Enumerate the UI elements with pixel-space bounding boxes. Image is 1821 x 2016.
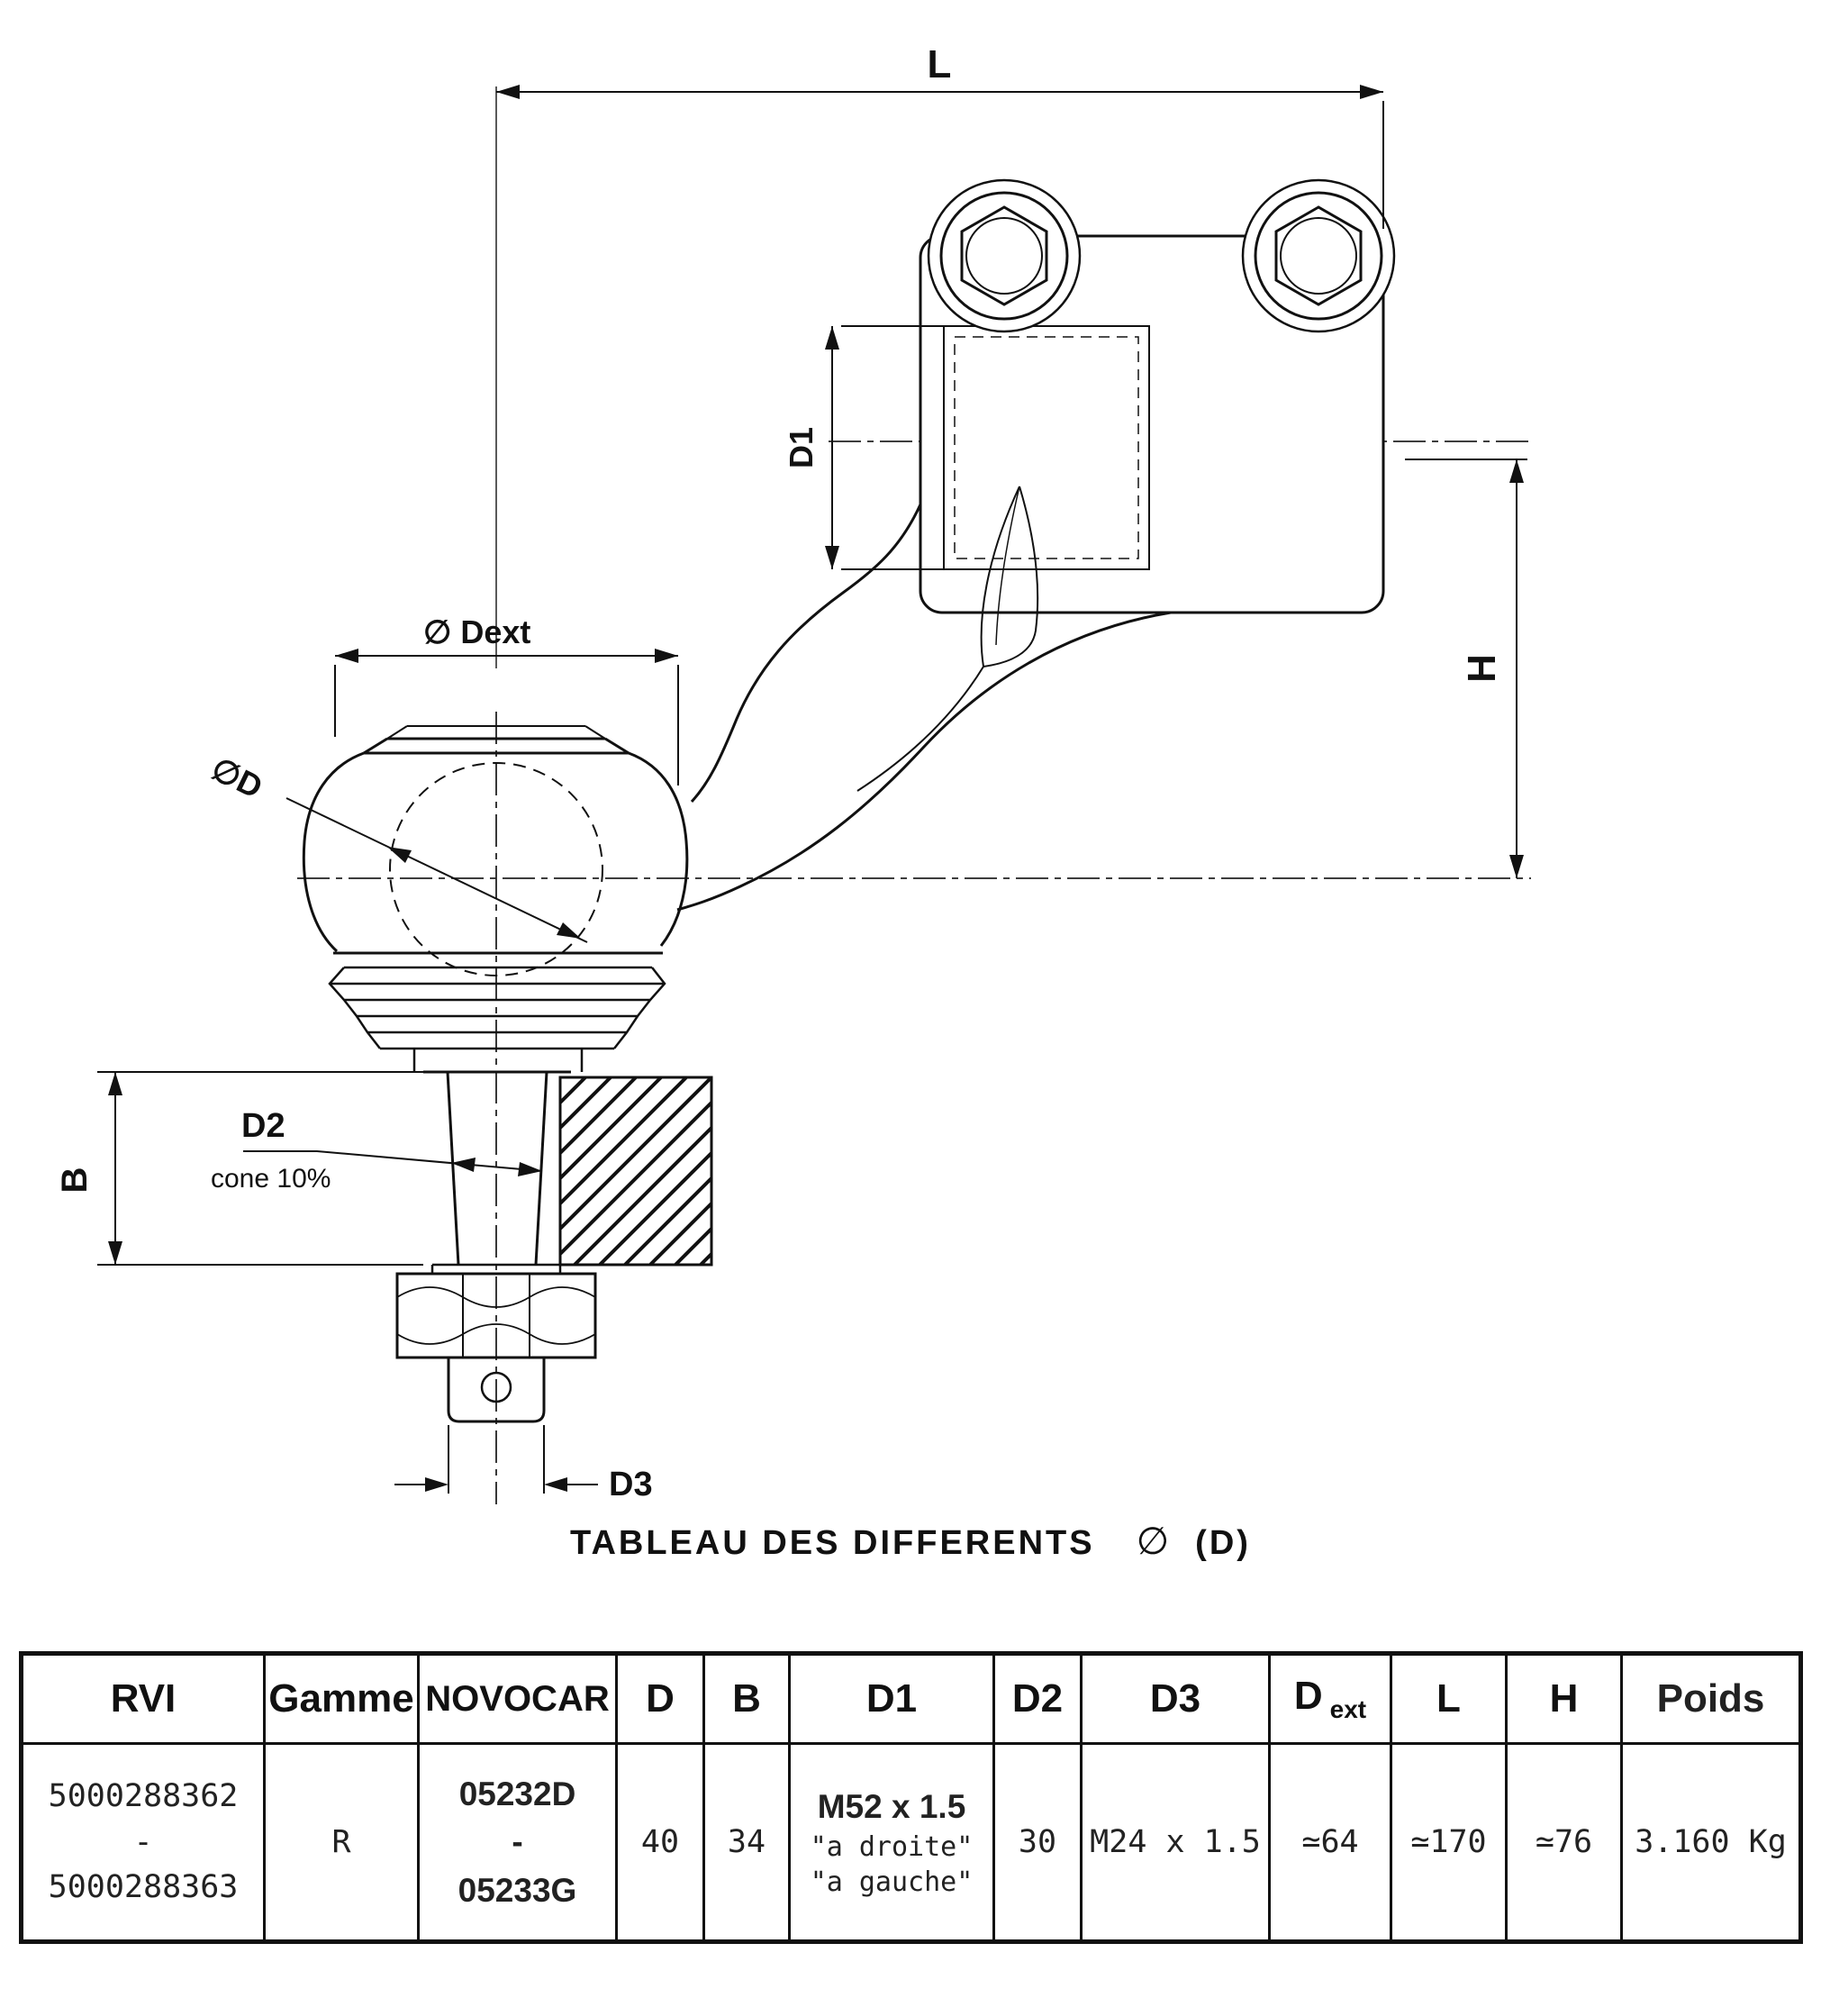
housing [919, 234, 1385, 614]
cell-d1: M52 x 1.5 "a droite" "a gauche" [788, 1742, 995, 1943]
caption-suffix: (D) [1195, 1524, 1251, 1562]
bolt-right [1241, 178, 1396, 333]
novocar-ref-1: 05232D [458, 1775, 576, 1812]
arrowhead [108, 1241, 122, 1265]
dim-label-B: B [55, 1167, 95, 1194]
arrowhead [1509, 459, 1524, 483]
cell-d: 40 [615, 1742, 705, 1943]
dext-main: D [1293, 1674, 1323, 1719]
rvi-ref-2: 5000288363 [48, 1869, 239, 1906]
cell-b: 34 [702, 1742, 791, 1943]
d1-thread: M52 x 1.5 [817, 1788, 966, 1826]
cell-dext: ≃64 [1268, 1742, 1392, 1943]
bellows [328, 967, 666, 1072]
arrowhead [518, 1162, 542, 1176]
cotter-pin-hole [480, 1371, 512, 1403]
rvi-separator: - [133, 1823, 153, 1860]
dim-D2: D2 cone 10% [211, 1107, 543, 1194]
arrowhead [557, 922, 581, 939]
caption-text: TABLEAU DES DIFFERENTS [570, 1524, 1095, 1562]
table-caption: TABLEAU DES DIFFERENTS ∅ (D) [0, 1519, 1821, 1563]
dim-label-cone: cone 10% [211, 1164, 331, 1194]
cell-d2: 30 [992, 1742, 1083, 1943]
col-header-d2: D2 [992, 1652, 1083, 1745]
arm [676, 486, 1172, 912]
arrowhead [544, 1477, 567, 1492]
dim-Dext: ∅ Dext [334, 613, 679, 786]
ball-hidden-circle [389, 762, 603, 976]
dext-sub: ext [1329, 1694, 1367, 1723]
arrowhead [825, 326, 839, 350]
col-header-d1: D1 [788, 1652, 995, 1745]
data-row: 5000288362 - 5000288363 R 05232D - 05233… [20, 1742, 1802, 1943]
arrowhead [825, 546, 839, 569]
col-header-rvi: RVI [20, 1652, 266, 1745]
dim-B: B [55, 1071, 445, 1266]
bolt-left [927, 178, 1082, 333]
d1-note-right: "a droite" [810, 1830, 974, 1863]
cell-novocar: 05232D - 05233G [417, 1742, 618, 1943]
col-header-b: B [702, 1652, 791, 1745]
cell-h: ≃76 [1505, 1742, 1623, 1943]
stud-taper [423, 1070, 571, 1276]
dim-label-D2: D2 [241, 1107, 285, 1145]
dim-label-D3: D3 [609, 1466, 653, 1503]
col-header-l: L [1390, 1652, 1508, 1745]
ball-joint-body [302, 725, 689, 976]
dim-label-L: L [928, 42, 952, 86]
dim-D3: D3 [394, 1425, 653, 1503]
arrowhead [425, 1477, 448, 1492]
dim-label-D1: D1 [783, 427, 820, 468]
arrowhead [1360, 85, 1383, 99]
arrowhead [1509, 855, 1524, 878]
dim-D1: D1 [783, 325, 944, 570]
d1-note-left: "a gauche" [810, 1866, 974, 1898]
arrowhead [655, 649, 678, 663]
col-header-h: H [1505, 1652, 1623, 1745]
diameter-symbol: ∅ [1136, 1520, 1173, 1562]
arrowhead [108, 1072, 122, 1095]
novocar-ref-2: 05233G [458, 1871, 577, 1909]
dim-L: L [496, 42, 1384, 229]
rvi-ref-1: 5000288362 [48, 1777, 239, 1814]
dim-label-H: H [1460, 654, 1504, 683]
dim-label-Dext: ∅ Dext [423, 613, 530, 650]
col-header-d3: D3 [1080, 1652, 1271, 1745]
arrowhead [451, 1158, 476, 1172]
col-header-gamme: Gamme [263, 1652, 420, 1745]
section-hatching [558, 1076, 713, 1267]
col-header-poids: Poids [1620, 1652, 1802, 1745]
cell-poids: 3.160 Kg [1620, 1742, 1802, 1943]
cell-l: ≃170 [1390, 1742, 1508, 1943]
col-header-d: D [615, 1652, 705, 1745]
arrowhead [335, 649, 358, 663]
novocar-separator: - [512, 1823, 523, 1861]
nut [395, 1272, 597, 1359]
thread-end [447, 1356, 546, 1423]
cell-d3: M24 x 1.5 [1080, 1742, 1271, 1943]
arrowhead [496, 85, 520, 99]
cell-gamme: R [263, 1742, 420, 1943]
dim-label-D: ∅D [205, 749, 268, 805]
dim-D: ∅D [205, 749, 588, 943]
dim-H: H [1405, 459, 1527, 878]
col-header-novocar: NOVOCAR [417, 1652, 618, 1745]
arrowhead [387, 847, 412, 863]
technical-drawing: L D1 H ∅ Dext [55, 42, 1531, 1504]
cell-rvi: 5000288362 - 5000288363 [20, 1742, 266, 1943]
